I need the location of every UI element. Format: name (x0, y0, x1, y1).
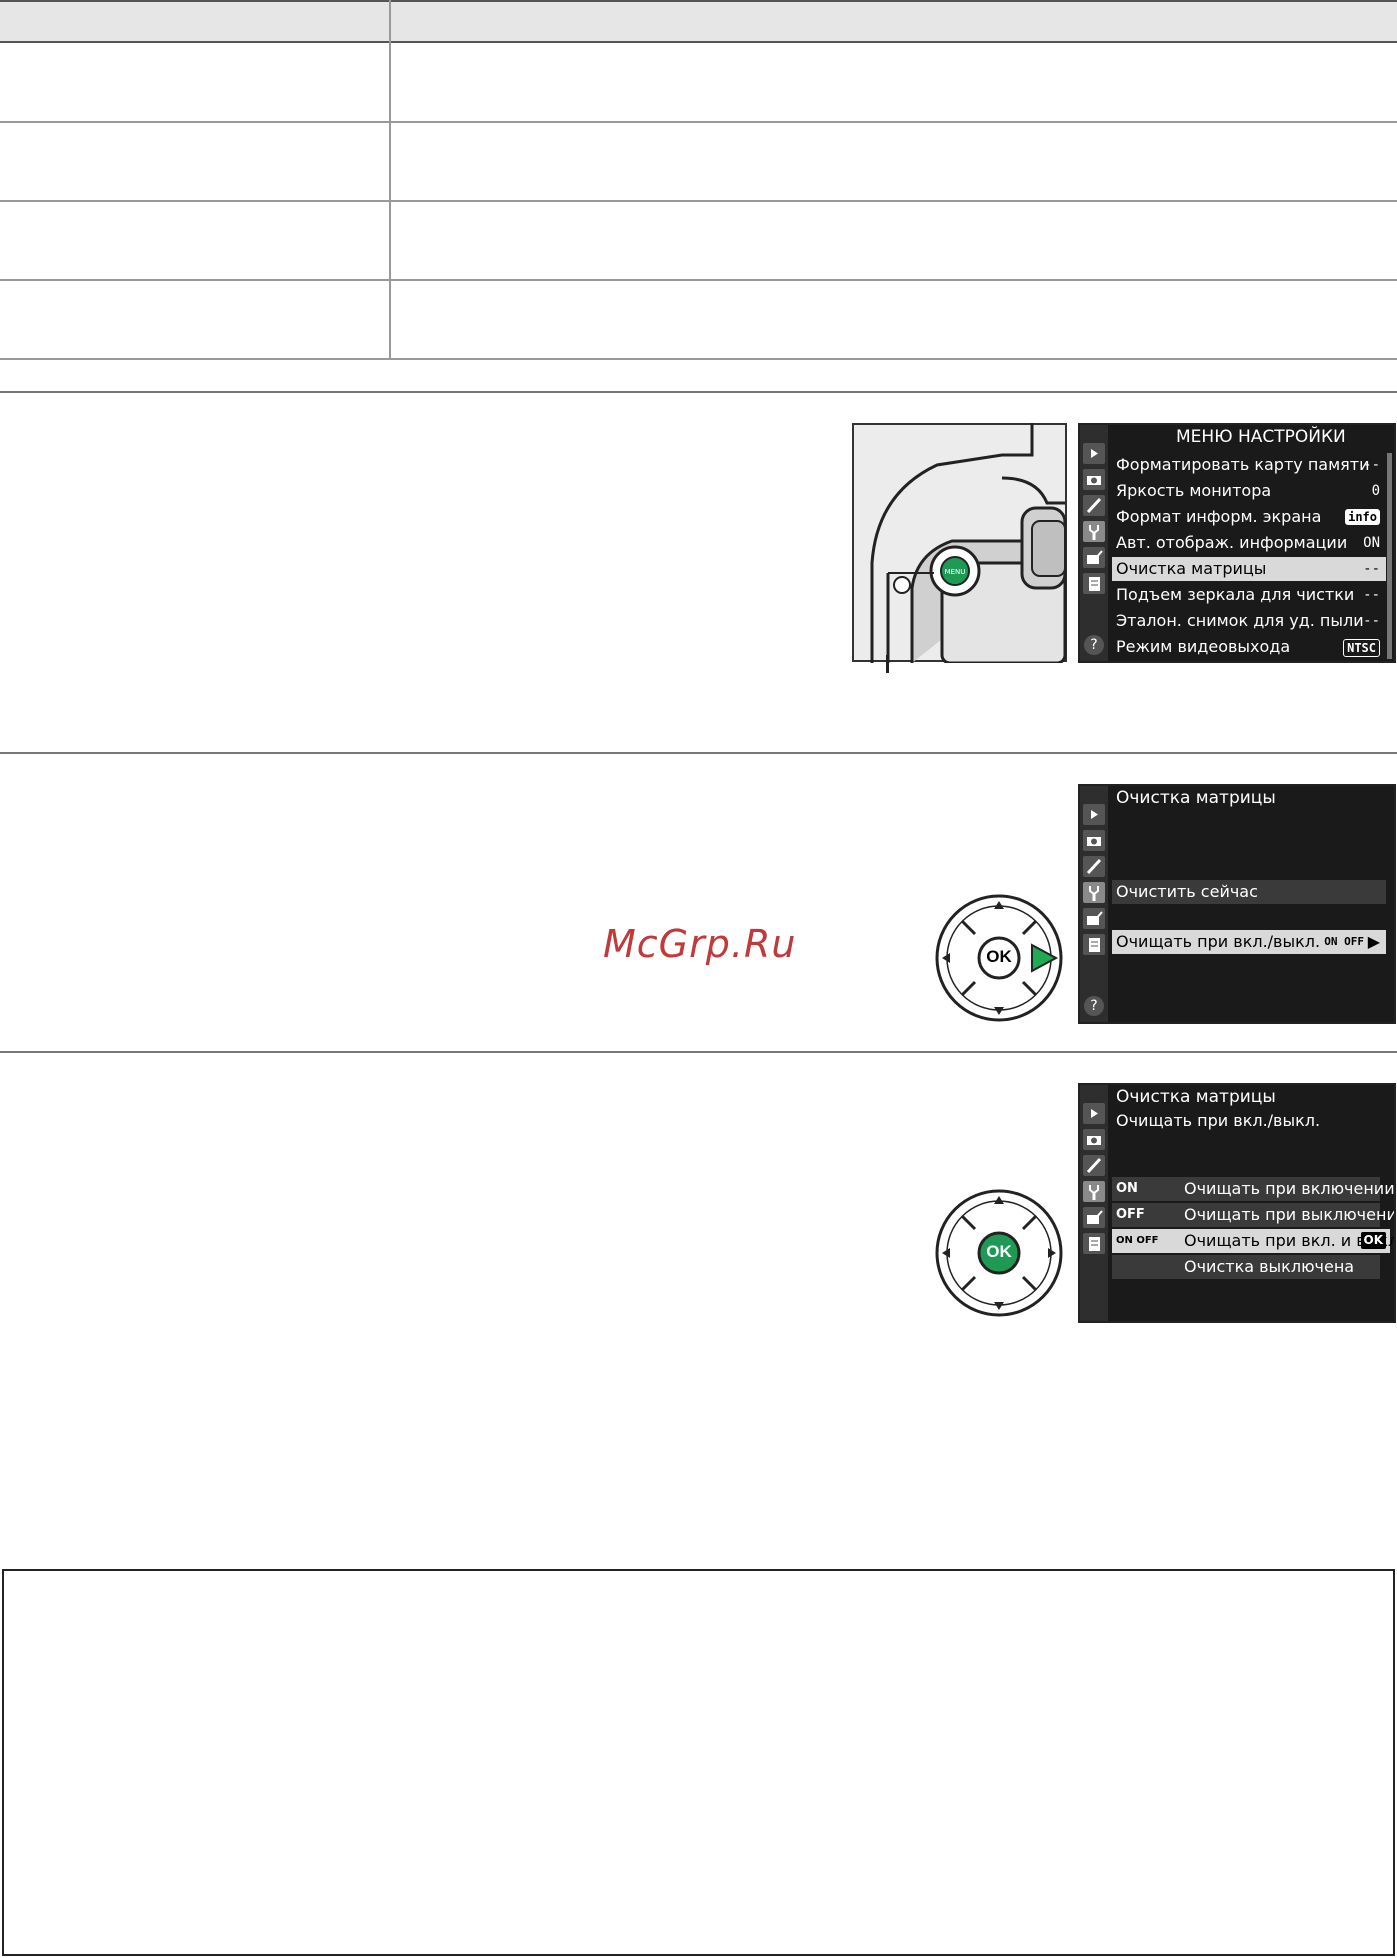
table-row (0, 43, 1397, 123)
camera-illustration: MENU (852, 423, 1067, 665)
section-divider (0, 752, 1397, 754)
pencil-tab-icon[interactable] (1083, 856, 1105, 877)
menu-item-value: -- (1363, 613, 1380, 629)
menu-item-label: Эталон. снимок для уд. пыли (1116, 611, 1364, 630)
option-cleaning-off[interactable]: Очистка выключена (1112, 1255, 1380, 1279)
menu-title: Очистка матрицы (1116, 1087, 1276, 1107)
playback-tab-icon[interactable] (1083, 443, 1105, 464)
option-clean-startup[interactable]: ON Очищать при включении (1112, 1177, 1394, 1201)
note-box (2, 1569, 1395, 1956)
retouch-tab-icon[interactable] (1083, 547, 1105, 568)
menu-item-label: Очистить сейчас (1116, 882, 1258, 901)
menu-item-label: Авт. отображ. информации (1116, 533, 1348, 552)
menu-item-label: Форматировать карту памяти (1116, 455, 1370, 474)
table-row (0, 202, 1397, 281)
wrench-tab-icon[interactable] (1083, 882, 1105, 903)
camera-tab-icon[interactable] (1083, 830, 1105, 851)
ok-badge: OK (1360, 1232, 1386, 1249)
option-label: Очищать при включении (1184, 1179, 1395, 1198)
watermark: McGrp.Ru (603, 922, 797, 966)
wrench-tab-icon[interactable] (1083, 1181, 1105, 1202)
clean-off-icon: OFF (1116, 1207, 1145, 1222)
menu-item-clean-sensor[interactable]: Очистка матрицы -- (1112, 557, 1386, 581)
pencil-tab-icon[interactable] (1083, 1155, 1105, 1176)
menu-title: Очистка матрицы (1116, 788, 1276, 808)
retouch-tab-icon[interactable] (1083, 908, 1105, 929)
option-label: Очищать при вкл. и выкл. (1184, 1231, 1396, 1250)
clean-on-off-icon: ON OFF (1324, 935, 1364, 948)
ok-button-label: OK (986, 1242, 1012, 1261)
menu-item-label: Формат информ. экрана (1116, 507, 1322, 526)
menu-item-label: Режим видеовыхода (1116, 637, 1291, 656)
menu-button-label: MENU (945, 568, 966, 576)
info-badge: info (1345, 509, 1380, 525)
recent-settings-tab-icon[interactable] (1083, 934, 1105, 955)
pencil-tab-icon[interactable] (1083, 495, 1105, 516)
option-clean-shutdown[interactable]: OFF Очищать при выключении (1112, 1203, 1394, 1227)
table-column-divider (389, 0, 391, 358)
camera-tab-icon[interactable] (1083, 469, 1105, 490)
menu-subtitle: Очищать при вкл./выкл. (1116, 1111, 1321, 1130)
retouch-tab-icon[interactable] (1083, 1207, 1105, 1228)
chevron-right-icon: ▶ (1367, 932, 1380, 951)
playback-tab-icon[interactable] (1083, 804, 1105, 825)
menu-item-value: 0 (1371, 483, 1380, 499)
menu-tabs: ? (1080, 425, 1108, 661)
section-divider (0, 391, 1397, 393)
option-label: Очищать при выключении (1184, 1205, 1396, 1224)
recent-settings-tab-icon[interactable] (1083, 573, 1105, 594)
menu-item-clean-on-off[interactable]: Очищать при вкл./выкл.ON OFF▶ (1112, 930, 1386, 954)
clean-menu-screen: ? Очистка матрицы Очистить сейчас Очищат… (1078, 784, 1396, 1024)
ntsc-badge: NTSC (1343, 639, 1380, 657)
multi-selector-right[interactable]: OK (934, 893, 1064, 1023)
menu-tabs (1080, 1085, 1108, 1321)
menu-item-label: Очищать при вкл./выкл. (1116, 932, 1321, 951)
menu-tabs: ? (1080, 786, 1108, 1022)
menu-item-label: Очистка матрицы (1116, 559, 1267, 578)
clean-on-off-icon: ON OFF (1116, 1235, 1159, 1246)
menu-item-video-mode[interactable]: Режим видеовыхода NTSC (1112, 635, 1386, 659)
section-divider (0, 1051, 1397, 1053)
menu-item-value: -- (1363, 561, 1380, 577)
menu-item-format-card[interactable]: Форматировать карту памяти-- (1112, 453, 1386, 477)
menu-item-auto-info[interactable]: Авт. отображ. информации ON (1112, 531, 1386, 555)
menu-item-value: -- (1363, 587, 1380, 603)
table-row (0, 281, 1397, 360)
help-icon[interactable]: ? (1084, 996, 1104, 1016)
callout-line (886, 655, 889, 673)
menu-item-info-format[interactable]: Формат информ. экрана info (1112, 505, 1386, 529)
scrollbar[interactable] (1387, 453, 1392, 659)
menu-item-value: ON (1363, 535, 1380, 551)
menu-item-label: Подъем зеркала для чистки (1116, 585, 1355, 604)
recent-settings-tab-icon[interactable] (1083, 1233, 1105, 1254)
menu-item-mirror-lockup[interactable]: Подъем зеркала для чистки -- (1112, 583, 1386, 607)
multi-selector-ok[interactable]: OK (934, 1188, 1064, 1318)
camera-tab-icon[interactable] (1083, 1129, 1105, 1150)
ok-button-label: OK (986, 947, 1012, 966)
menu-item-value: -- (1363, 457, 1380, 473)
setup-menu-screen: ? МЕНЮ НАСТРОЙКИ Форматировать карту пам… (1078, 423, 1396, 663)
help-icon[interactable]: ? (1084, 635, 1104, 655)
table-row (0, 123, 1397, 202)
table-header (0, 0, 1397, 43)
options-menu-screen: Очистка матрицы Очищать при вкл./выкл. O… (1078, 1083, 1396, 1323)
menu-item-dust-off[interactable]: Эталон. снимок для уд. пыли-- (1112, 609, 1386, 633)
option-label: Очистка выключена (1184, 1257, 1355, 1276)
menu-item-label: Яркость монитора (1116, 481, 1272, 500)
clean-on-icon: ON (1116, 1181, 1138, 1196)
playback-tab-icon[interactable] (1083, 1103, 1105, 1124)
menu-item-clean-now[interactable]: Очистить сейчас (1112, 880, 1386, 904)
menu-item-brightness[interactable]: Яркость монитора 0 (1112, 479, 1386, 503)
wrench-tab-icon[interactable] (1083, 521, 1105, 542)
menu-title: МЕНЮ НАСТРОЙКИ (1176, 427, 1346, 447)
option-clean-startup-shutdown[interactable]: ON OFF Очищать при вкл. и выкл.OK (1112, 1229, 1394, 1253)
